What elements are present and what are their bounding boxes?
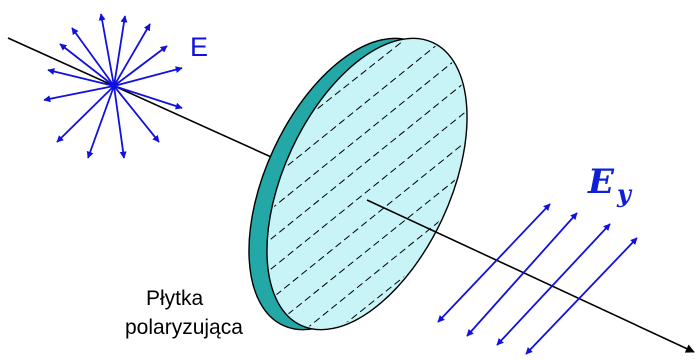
field-arrow <box>86 85 115 159</box>
field-arrow <box>113 85 160 143</box>
polarized-field-arrows <box>437 203 638 355</box>
field-arrow <box>43 85 115 103</box>
field-arrow <box>71 27 115 87</box>
polarizing-plate <box>239 10 506 358</box>
plate-caption-line2: polaryzująca <box>125 316 243 339</box>
polarized-arrow <box>525 237 638 355</box>
output-field-subscript: y <box>616 179 633 208</box>
outgoing-beam <box>366 199 695 353</box>
output-field-label: E y <box>587 162 633 208</box>
field-arrow <box>113 85 183 110</box>
input-field-label: E <box>190 32 208 62</box>
field-arrow <box>113 23 151 87</box>
field-arrow <box>59 43 115 87</box>
field-arrow <box>113 15 128 87</box>
plate-caption-line1: Płytka <box>146 287 204 310</box>
incoming-beam <box>7 37 301 171</box>
field-arrow <box>113 66 183 87</box>
field-arrow <box>113 45 168 87</box>
field-arrow <box>98 13 115 87</box>
field-arrow <box>56 85 115 143</box>
field-arrow <box>47 68 115 87</box>
unpolarized-field-star <box>43 13 183 159</box>
field-arrow <box>113 85 127 159</box>
output-field-symbol: E <box>587 162 615 202</box>
